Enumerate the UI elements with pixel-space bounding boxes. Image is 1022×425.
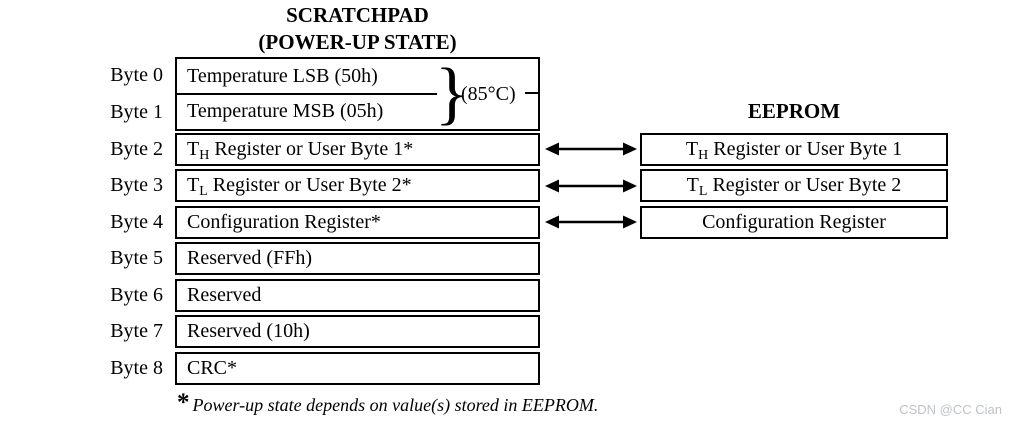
scratchpad-cell-byte0: Temperature LSB (50h) [187,59,437,93]
byte-label-2: Byte 2 [110,138,163,160]
bidirectional-arrow-icon [545,179,637,193]
scratchpad-cell-byte4: Configuration Register* [175,206,540,239]
eeprom-title: EEPROM [747,99,841,123]
footnote-text: Power-up state depends on value(s) store… [192,395,599,415]
cell-text: T [187,138,200,160]
scratchpad-cell-byte2: TH Register or User Byte 1* [175,133,540,166]
cell-text-rest: Register or User Byte 1* [209,138,414,160]
byte-label-6: Byte 6 [110,284,163,306]
cell-text: CRC* [187,357,238,379]
byte-label-7: Byte 7 [110,320,163,342]
bidirectional-arrow-icon [545,215,637,229]
cell-text: Reserved [187,284,262,306]
cell-text-subscript: H [199,148,210,163]
cell-text: Temperature MSB (05h) [187,100,384,122]
cell-text: Reserved (10h) [187,320,310,342]
footnote-asterisk: * [177,389,190,416]
eeprom-cell-th: TH Register or User Byte 1 [640,133,948,166]
scratchpad-cell-byte1: Temperature MSB (05h) [187,95,437,128]
scratchpad-title-line2: (POWER-UP STATE) [258,30,457,54]
watermark: CSDN @CC Cian [899,402,1002,417]
curly-brace: } [435,55,469,132]
byte-label-0: Byte 0 [110,64,163,86]
scratchpad-temperature-box: Temperature LSB (50h) Temperature MSB (0… [175,55,540,132]
scratchpad-cell-byte6: Reserved [175,279,540,312]
cell-text-subscript: H [698,148,709,163]
cell-text: Temperature LSB (50h) [187,65,378,87]
cell-divider-line [177,93,437,95]
byte-label-3: Byte 3 [110,174,163,196]
scratchpad-cell-byte3: TL Register or User Byte 2* [175,169,540,202]
cell-text: Configuration Register [702,211,886,233]
annotation-dash [525,92,538,94]
byte-label-5: Byte 5 [110,247,163,269]
cell-text: Reserved (FFh) [187,247,312,269]
footnote: * Power-up state depends on value(s) sto… [177,389,599,417]
byte-label-8: Byte 8 [110,357,163,379]
cell-text: T [187,174,200,196]
cell-text-rest: Register or User Byte 2* [207,174,412,196]
scratchpad-cell-byte5: Reserved (FFh) [175,242,540,275]
scratchpad-title-line1: SCRATCHPAD [286,3,429,27]
byte-label-4: Byte 4 [110,211,163,233]
cell-text-rest: Register or User Byte 1 [708,138,903,160]
eeprom-cell-tl: TL Register or User Byte 2 [640,169,948,202]
byte-label-1: Byte 1 [110,101,163,123]
scratchpad-title: SCRATCHPAD (POWER-UP STATE) [175,2,540,56]
cell-text: T [685,138,699,160]
cell-text-subscript: L [199,184,208,199]
scratchpad-cell-byte8: CRC* [175,352,540,385]
cell-text: T [686,174,699,196]
temperature-annotation: (85°C) [461,82,516,105]
cell-text: Configuration Register* [187,211,381,233]
eeprom-cell-config: Configuration Register [640,206,948,239]
cell-text-rest: Register or User Byte 2 [707,174,902,196]
cell-text-subscript: L [698,184,708,199]
bidirectional-arrow-icon [545,142,637,156]
scratchpad-cell-byte7: Reserved (10h) [175,315,540,348]
